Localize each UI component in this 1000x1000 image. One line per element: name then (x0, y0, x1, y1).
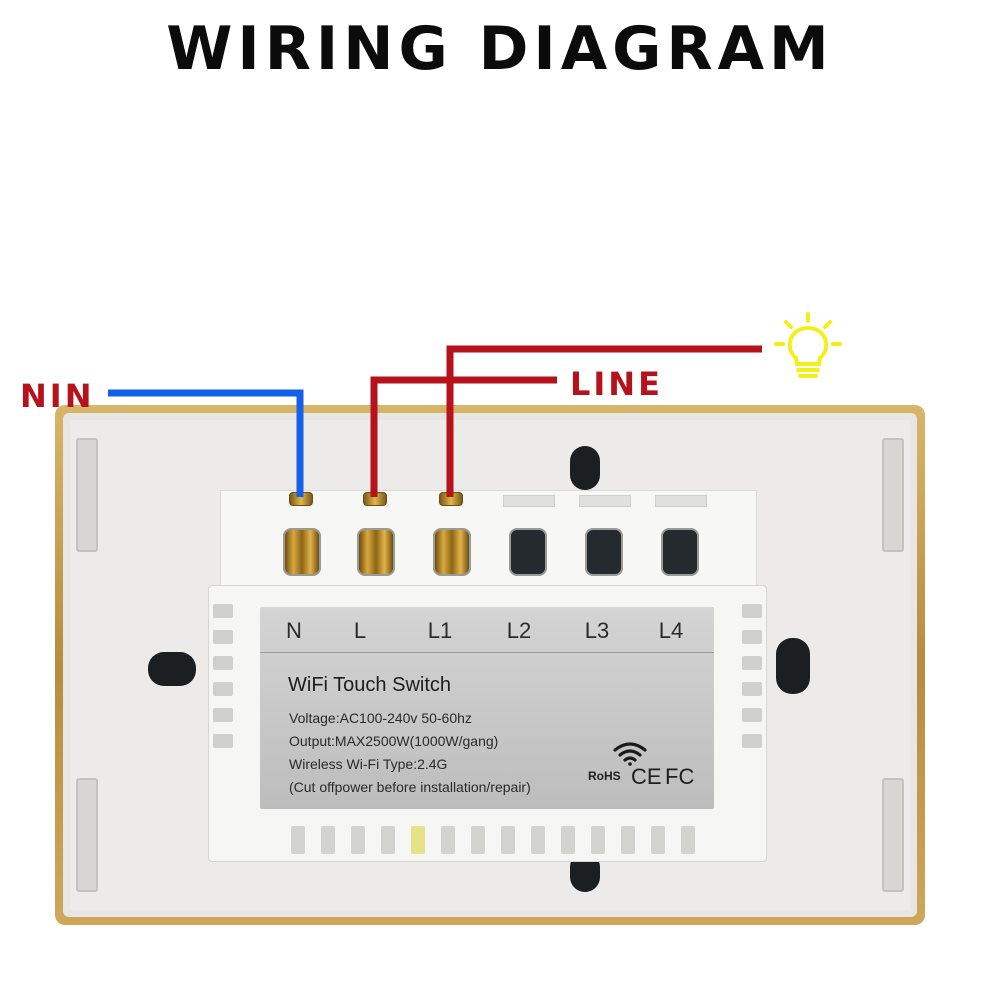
spec-wireless: Wireless Wi-Fi Type:2.4G (289, 756, 448, 772)
wifi-icon (613, 742, 647, 766)
vent (742, 630, 762, 644)
spec-warning: (Cut offpower before installation/repair… (289, 779, 531, 795)
vent (441, 826, 455, 854)
vent (742, 708, 762, 722)
vent (591, 826, 605, 854)
vent (742, 734, 762, 748)
vent (651, 826, 665, 854)
neutral-wire (108, 389, 304, 497)
terminal-label-l2: L2 (506, 618, 532, 643)
line-wire-label: LINE (570, 365, 663, 403)
corner-clip-bottom-right (882, 778, 904, 892)
line-wire (370, 376, 557, 497)
vent (351, 826, 365, 854)
vent (531, 826, 545, 854)
diagram-title: WIRING DIAGRAM (166, 14, 834, 84)
vent (742, 604, 762, 618)
vent (213, 708, 233, 722)
terminal-l1 (433, 528, 471, 576)
terminal-l3 (585, 528, 623, 576)
corner-clip-top-right (882, 438, 904, 552)
corner-clip-bottom-left (76, 778, 98, 892)
terminal-slot-l4 (655, 495, 707, 507)
terminal-label-l4: L4 (658, 618, 684, 643)
light-bulb-icon (774, 312, 842, 378)
vent (681, 826, 695, 854)
terminal-l (357, 528, 395, 576)
product-name: WiFi Touch Switch (288, 674, 452, 696)
spec-voltage: Voltage:AC100-240v 50-60hz (289, 710, 472, 726)
vent (321, 826, 335, 854)
terminal-l4 (661, 528, 699, 576)
vent (381, 826, 395, 854)
terminal-label-n: N (286, 618, 302, 643)
terminal-label-l3: L3 (584, 618, 610, 643)
terminal-slot-l2 (503, 495, 555, 507)
sticker-divider (260, 652, 714, 653)
mounting-hole-left (148, 652, 196, 686)
fc-mark: FC (665, 764, 695, 789)
vent (213, 656, 233, 670)
rohs-mark: RoHS (588, 769, 621, 783)
spec-label-sticker (260, 607, 714, 809)
vent (411, 826, 425, 854)
vent (471, 826, 485, 854)
vent (742, 656, 762, 670)
vent (742, 682, 762, 696)
terminal-label-l1: L1 (427, 618, 453, 643)
vent (213, 682, 233, 696)
terminal-slot-l3 (579, 495, 631, 507)
load-wire (446, 345, 762, 497)
vent (213, 630, 233, 644)
vent (621, 826, 635, 854)
ce-mark: CE (631, 764, 662, 789)
terminal-n (283, 528, 321, 576)
vent (501, 826, 515, 854)
neutral-wire-label: NIN (20, 377, 95, 415)
mounting-hole-top (570, 446, 600, 490)
mounting-hole-right (776, 638, 810, 694)
terminal-l2 (509, 528, 547, 576)
vent (561, 826, 575, 854)
vent (213, 604, 233, 618)
vent (213, 734, 233, 748)
vent (291, 826, 305, 854)
corner-clip-top-left (76, 438, 98, 552)
terminal-label-l: L (353, 618, 367, 643)
spec-output: Output:MAX2500W(1000W/gang) (289, 733, 499, 749)
